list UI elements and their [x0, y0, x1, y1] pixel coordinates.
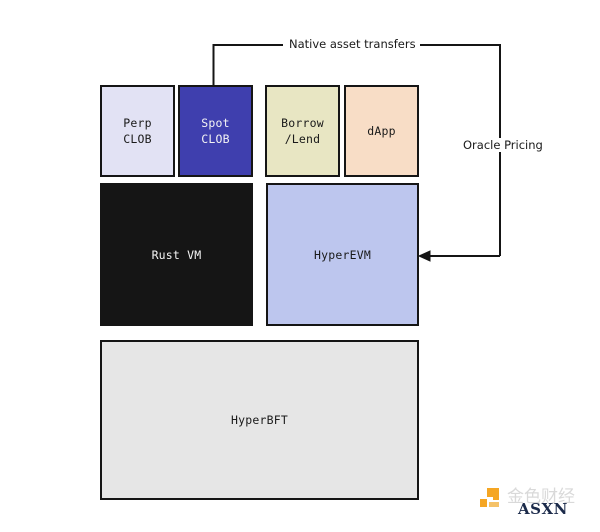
- jinse-logo-icon: [480, 488, 499, 507]
- node-hyperevm[interactable]: HyperEVM: [266, 183, 419, 326]
- edge-native-asset-transfers: [212, 44, 283, 85]
- node-hyperbft[interactable]: HyperBFT: [100, 340, 419, 500]
- node-hyperevm-label: HyperEVM: [314, 247, 371, 262]
- node-rust-vm[interactable]: Rust VM: [100, 183, 253, 326]
- edge-label-oracle-pricing: Oracle Pricing: [459, 138, 547, 152]
- node-spot-clob-label: Spot CLOB: [201, 116, 230, 146]
- node-perp-clob-label: Perp CLOB: [123, 116, 152, 146]
- arrowhead-left-icon: [417, 250, 431, 262]
- node-hyperbft-label: HyperBFT: [231, 413, 288, 427]
- node-borrow-lend[interactable]: Borrow /Lend: [265, 85, 340, 177]
- watermark-brand-text: ASXN: [518, 500, 568, 518]
- node-borrow-lend-label: Borrow /Lend: [281, 116, 324, 146]
- node-perp-clob[interactable]: Perp CLOB: [100, 85, 175, 177]
- node-dapp-label: dApp: [367, 124, 396, 138]
- watermark-chinese-text: 金色财经: [507, 487, 575, 507]
- node-dapp[interactable]: dApp: [344, 85, 419, 177]
- edge-label-native-asset-transfers: Native asset transfers: [285, 37, 420, 51]
- node-rust-vm-label: Rust VM: [151, 247, 202, 262]
- node-spot-clob[interactable]: Spot CLOB: [178, 85, 253, 177]
- watermark: 金色财经 ASXN: [478, 484, 590, 524]
